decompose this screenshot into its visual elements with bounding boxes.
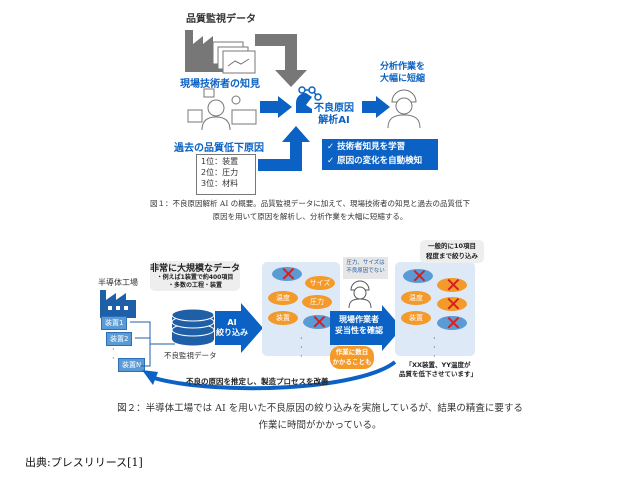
feature-item: ✓ 技術者知見を学習 [327, 142, 406, 152]
worker-bubble-line: 不良原因でない [346, 268, 385, 274]
ai-arrow-line2: 絞り込み [216, 328, 248, 337]
arrow-right-icon [260, 96, 292, 118]
eliminated-tag [272, 267, 302, 281]
past-causes-label: 過去の品質低下原因 [174, 143, 264, 154]
check-arrow-line2: 妥当性を確認 [335, 326, 383, 335]
result-line2: 大幅に短縮 [380, 74, 426, 84]
device-2: 装置2 [106, 332, 133, 346]
bubble-line: ・例えば1装置で約400項目 [156, 274, 234, 281]
tag-temperature: 温度 [401, 291, 431, 305]
check-arrow-icon [330, 305, 402, 351]
ai-brain-icon [296, 86, 322, 113]
eliminated-tag [403, 269, 433, 283]
engineer-icon [187, 88, 257, 130]
feature-item: ✓ 原因の変化を自動検知 [327, 156, 423, 166]
factory-label: 半導体工場 [98, 278, 138, 287]
ai-label-line1: 不良原因 [314, 103, 354, 114]
caption-1-line2: 原因を用いて原因を解析し、分析作業を大幅に短縮する。 [212, 212, 408, 221]
eliminated-tag [437, 278, 467, 292]
ranking-item: 3位：材料 [201, 179, 239, 188]
tag-device: 装置 [401, 311, 431, 325]
tag-size: サイズ [305, 276, 335, 290]
worker-icon [387, 89, 421, 128]
ai-label-line2: 解析AI [318, 115, 350, 126]
connection-lines [130, 321, 175, 367]
features-box: ✓ 技術者知見を学習 ✓ 原因の変化を自動検知 [322, 139, 438, 170]
top-bubble: 一般的に10項目 程度まで絞り込み [420, 240, 484, 263]
result-quote: 「XX装置、YY温度が 品質を低下させています」 [396, 361, 480, 379]
caption-2-line2: 作業に時間がかかっている。 [258, 420, 382, 431]
quote-line: 品質を低下させています」 [399, 370, 477, 378]
ranking-item: 1位：装置 [201, 157, 239, 166]
big-data-bubble: 非常に大規模なデータ ・例えば1装置で約400項目 ・多数の工程・装置 [150, 261, 240, 291]
feedback-label: 不良の原因を推定し、製造プロセスを改善 [186, 377, 329, 386]
gray-arrow-icon [255, 34, 307, 87]
device-ellipsis: ·· [112, 345, 115, 363]
arrow-up-icon [258, 126, 310, 171]
top-bubble-line: 程度まで絞り込み [426, 252, 478, 260]
bubble-line: ・多数の工程・装置 [167, 282, 222, 289]
bubble-title: 非常に大規模なデータ [150, 264, 241, 274]
factory-icon [100, 290, 136, 318]
ranking-item: 2位：圧力 [201, 168, 239, 177]
ai-arrow-line1: AI [227, 318, 237, 327]
quote-line: 「XX装置、YY温度が [405, 361, 471, 369]
database-icon [171, 308, 215, 347]
days-line: 作業に数日 [335, 348, 369, 356]
quality-data-label: 品質監視データ [186, 14, 256, 25]
tag-temperature: 温度 [268, 291, 298, 305]
feedback-arrow-icon [142, 360, 397, 391]
engineer-knowledge-label: 現場技術者の知見 [180, 79, 260, 90]
check-arrow-line1: 現場作業者 [339, 315, 379, 324]
db-label: 不良監視データ [164, 351, 217, 360]
factory-data-icon [185, 30, 256, 74]
ranking-box: 1位：装置 2位：圧力 3位：材料 [196, 154, 256, 195]
worker-bubble-line: 圧力、サイズは [346, 260, 385, 266]
device-1: 装置1 [101, 316, 128, 330]
ai-arrow-icon [215, 303, 263, 353]
days-bubble: 作業に数日 かかることも [330, 346, 374, 369]
device-n: 装置N [118, 358, 146, 372]
source-citation: 出典:プレスリリース[1] [25, 456, 143, 469]
top-bubble-line: 一般的に10項目 [427, 242, 477, 250]
caption-1-line1: 図１：不良原因解析 AI の概要。品質監視データに加えて、現場技術者の知見と過去… [150, 199, 470, 208]
tag-device: 装置 [268, 311, 298, 325]
caption-2-line1: 図２：半導体工場では AI を用いた不良原因の絞り込みを実施しているが、結果の精… [117, 403, 523, 414]
eliminated-tag [437, 316, 467, 330]
tag-pressure: 圧力 [302, 295, 332, 309]
result-line1: 分析作業を [380, 62, 426, 72]
arrow-right-icon [362, 96, 390, 118]
days-line: かかることも [332, 358, 372, 366]
eliminated-tag [437, 297, 467, 311]
worker-icon [348, 280, 372, 308]
eliminated-tag [303, 315, 333, 329]
worker-bubble: 圧力、サイズは 不良原因でない [343, 257, 388, 279]
